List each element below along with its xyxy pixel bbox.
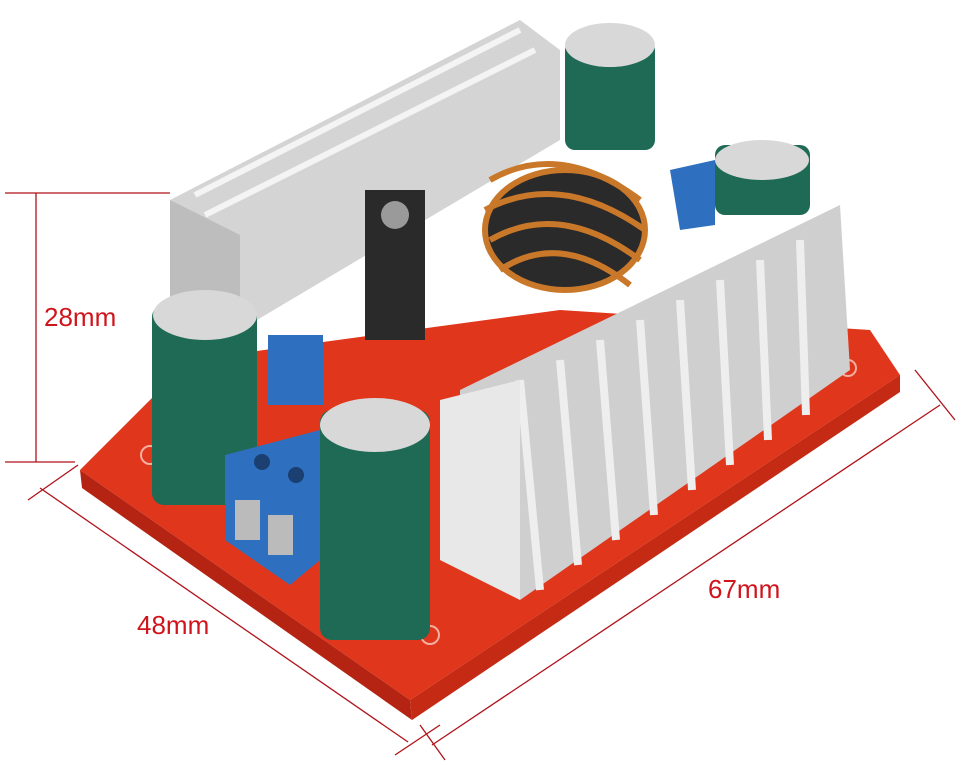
front-heatsink xyxy=(440,205,850,600)
length-line xyxy=(431,404,941,746)
back-heatsink xyxy=(170,20,560,340)
width-dimension-label: 48mm xyxy=(137,610,210,640)
inductor-coil xyxy=(482,161,648,293)
width-line xyxy=(39,487,409,743)
capacitor-front xyxy=(320,398,430,640)
terminal-blocks xyxy=(225,160,715,585)
height-dimension-label: 28mm xyxy=(44,302,117,332)
potentiometer xyxy=(268,335,323,405)
length-end-tick xyxy=(914,369,956,421)
dimension-lines xyxy=(5,192,956,761)
width-end-tick xyxy=(394,724,441,756)
capacitor-back xyxy=(565,23,655,150)
length-dimension-label: 67mm xyxy=(708,574,781,604)
terminal-block-back xyxy=(670,160,715,230)
length-start-tick xyxy=(419,724,446,761)
capacitor-right xyxy=(715,140,810,215)
terminal-block-front xyxy=(225,430,320,585)
width-start-tick xyxy=(27,464,79,501)
